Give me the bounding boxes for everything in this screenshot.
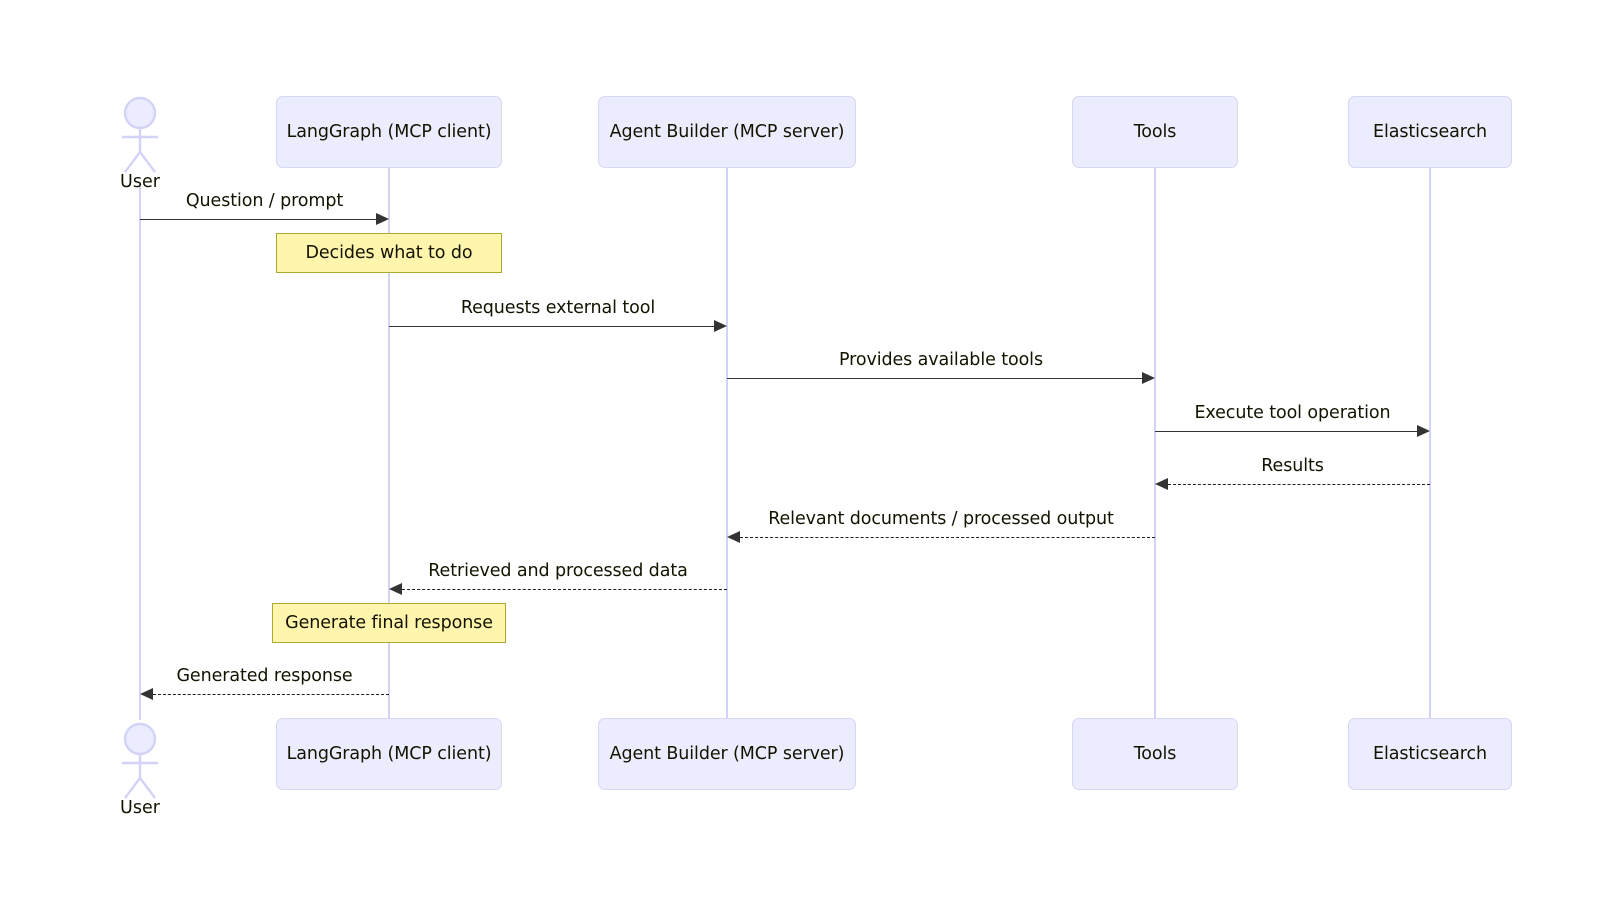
message-arrowhead-m6 (727, 531, 740, 544)
note-n1[interactable]: Decides what to do (276, 233, 502, 273)
message-label-m3: Provides available tools (839, 350, 1043, 370)
participant-box-elasticsearch-bottom[interactable]: Elasticsearch (1348, 718, 1512, 790)
participant-label-agentbuilder: Agent Builder (MCP server) (609, 121, 845, 142)
participant-box-langgraph-bottom[interactable]: LangGraph (MCP client) (276, 718, 502, 790)
participant-label-tools: Tools (1133, 121, 1177, 142)
message-arrowhead-m7 (389, 583, 402, 596)
participant-label-elasticsearch: Elasticsearch (1373, 121, 1487, 142)
lifeline-user (138, 184, 142, 720)
message-line-m2 (389, 326, 714, 327)
note-label-n2: Generate final response (285, 613, 493, 633)
participant-label-langgraph: LangGraph (MCP client) (286, 743, 492, 764)
lifeline-agentbuilder (725, 168, 729, 718)
message-line-m5 (1168, 484, 1430, 485)
message-arrowhead-m5 (1155, 478, 1168, 491)
participant-label-tools: Tools (1133, 743, 1177, 764)
note-label-n1: Decides what to do (305, 243, 473, 263)
participant-box-tools-bottom[interactable]: Tools (1072, 718, 1238, 790)
message-label-m8: Generated response (176, 666, 353, 686)
message-line-m4 (1155, 431, 1417, 432)
message-arrowhead-m4 (1417, 425, 1430, 438)
participant-label-agentbuilder: Agent Builder (MCP server) (609, 743, 845, 764)
message-line-m6 (740, 537, 1155, 538)
participant-box-tools-top[interactable]: Tools (1072, 96, 1238, 168)
message-label-m2: Requests external tool (460, 298, 656, 318)
message-label-m5: Results (1261, 456, 1324, 476)
actor-figure-user-bottom (122, 722, 158, 799)
participant-box-agentbuilder-bottom[interactable]: Agent Builder (MCP server) (598, 718, 856, 790)
actor-label-user-bottom: User (120, 798, 160, 818)
participant-box-elasticsearch-top[interactable]: Elasticsearch (1348, 96, 1512, 168)
actor-figure-user-top (122, 96, 158, 173)
participant-box-agentbuilder-top[interactable]: Agent Builder (MCP server) (598, 96, 856, 168)
message-label-m4: Execute tool operation (1194, 403, 1391, 423)
message-arrowhead-m8 (140, 688, 153, 701)
lifeline-tools (1153, 168, 1157, 718)
note-n2[interactable]: Generate final response (272, 603, 506, 643)
message-line-m8 (153, 694, 389, 695)
participant-box-langgraph-top[interactable]: LangGraph (MCP client) (276, 96, 502, 168)
message-arrowhead-m2 (714, 320, 727, 333)
message-label-m1: Question / prompt (185, 191, 344, 211)
actor-label-user-top: User (120, 172, 160, 192)
lifeline-elasticsearch (1428, 168, 1432, 718)
participant-label-elasticsearch: Elasticsearch (1373, 743, 1487, 764)
message-label-m7: Retrieved and processed data (428, 561, 688, 581)
message-line-m1 (140, 219, 376, 220)
lifeline-langgraph (387, 168, 391, 718)
message-line-m3 (727, 378, 1142, 379)
message-line-m7 (402, 589, 727, 590)
message-arrowhead-m1 (376, 213, 389, 226)
message-arrowhead-m3 (1142, 372, 1155, 385)
message-label-m6: Relevant documents / processed output (768, 509, 1114, 529)
participant-label-langgraph: LangGraph (MCP client) (286, 121, 492, 142)
